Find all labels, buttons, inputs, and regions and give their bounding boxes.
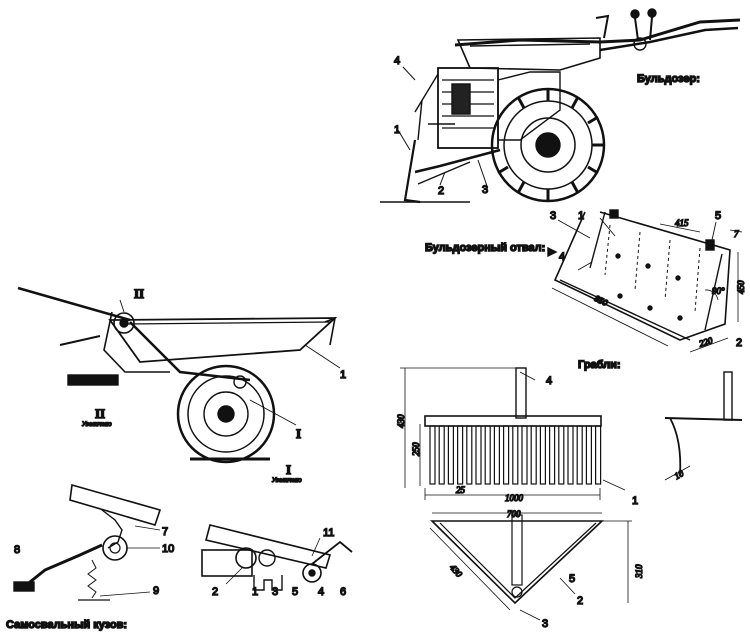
blade-label-2: 2: [736, 337, 742, 349]
callout-II-top: II: [134, 286, 144, 301]
rake-tine: [548, 425, 556, 485]
rake-tine: [466, 425, 473, 485]
dim-7: 7: [734, 229, 739, 239]
rake-tine: [558, 425, 565, 485]
detail-II-latch: [13, 483, 162, 601]
enlarged-label-I: Увеличено: [271, 478, 302, 484]
dim-25: 25: [456, 485, 466, 495]
enlarged-label-II: Увеличено: [81, 422, 112, 428]
rake-caption: Грабли:: [578, 359, 621, 371]
rake-tine: [447, 425, 454, 485]
rake-tine: [484, 425, 491, 485]
detailI-label-11: 11: [323, 527, 334, 539]
rake-side-view: [664, 371, 743, 481]
dim-700: 700: [507, 509, 521, 519]
rake-tine: [567, 425, 574, 485]
dim-450: 450: [736, 280, 746, 294]
detailII-label-8: 8: [14, 544, 20, 556]
rake-top-label-3: 3: [542, 618, 548, 630]
detailII-label-7: 7: [162, 526, 168, 538]
dim-415: 415: [675, 218, 689, 228]
rake-label-4: 4: [546, 375, 552, 387]
callout-I-bottom: I: [286, 462, 291, 477]
rake-tine: [576, 425, 583, 485]
callout-II: II: [95, 406, 105, 421]
bulldozer-illustration: [380, 8, 741, 204]
rake-tine: [521, 425, 528, 485]
callout-I: I: [296, 426, 301, 441]
bulldozer-label-3: 3: [482, 184, 488, 196]
bulldozer-label-4: 4: [394, 55, 400, 67]
dim-430-top: 430: [448, 562, 465, 579]
dim-310: 310: [634, 564, 644, 579]
blade-label-5: 5: [715, 210, 721, 222]
bulldozer-blade-drawing: [547, 209, 743, 353]
rake-tine: [503, 425, 510, 485]
blade-label-1: 1: [578, 210, 584, 222]
cart-label-1: 1: [340, 369, 346, 381]
dim-250: 250: [411, 442, 421, 456]
detailII-label-10: 10: [162, 543, 174, 555]
rake-top-label-2: 2: [577, 595, 583, 607]
detailI-label-5: 5: [292, 586, 298, 598]
rake-tine: [429, 425, 436, 485]
rake-tine: [594, 425, 602, 485]
rake-tine: [475, 425, 482, 485]
detailII-label-9: 9: [153, 585, 159, 597]
rake-tine: [493, 425, 500, 485]
bulldozer-label-1: 1: [394, 124, 400, 136]
dim-220: 220: [698, 335, 714, 349]
bulldozer-label-2: 2: [438, 185, 444, 197]
rake-tine: [512, 425, 519, 485]
bulldozer-caption: Бульдозер:: [637, 73, 700, 85]
dim-90: 90°: [712, 286, 725, 296]
rake-label-1: 1: [632, 495, 638, 507]
rake-top-label-5: 5: [569, 573, 575, 585]
blade-caption: Бульдозерный отвал:: [425, 242, 545, 254]
detailI-label-2: 2: [212, 586, 218, 598]
blade-label-4: 4: [559, 251, 565, 263]
blade-label-3: 3: [550, 210, 556, 222]
rake-tine: [457, 425, 464, 485]
detailI-label-6: 6: [340, 586, 346, 598]
rake-tine: [530, 425, 537, 485]
rake-tine: [438, 425, 445, 485]
rake-tine: [585, 425, 593, 485]
rake-front-view: [400, 367, 626, 500]
dump-cart-illustration: [17, 286, 341, 464]
detailI-label-3: 3: [272, 586, 278, 598]
dim-1000: 1000: [505, 493, 524, 503]
dim-430-rake: 430: [396, 414, 406, 428]
detailI-label-1: 1: [252, 586, 258, 598]
rake-top-view: [429, 512, 632, 621]
rake-tine: [539, 425, 547, 485]
detailI-label-4: 4: [318, 586, 324, 598]
dump-body-caption: Самосвальный кузов:: [6, 619, 127, 631]
detail-I-hinge: [201, 524, 353, 591]
